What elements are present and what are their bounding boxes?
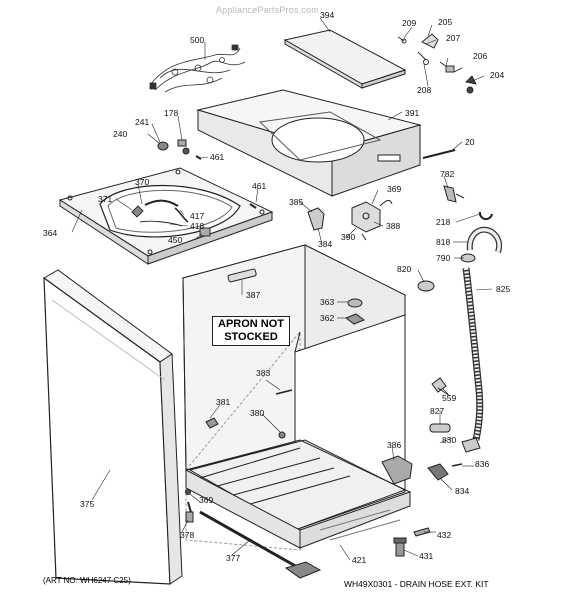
callout-500: 500 <box>190 35 205 45</box>
callout-386: 386 <box>387 440 402 450</box>
art-number: (ART NO. WH6247 C25) <box>43 576 131 585</box>
callout-369-upper: 369 <box>387 184 402 194</box>
callout-371: 371 <box>98 194 113 204</box>
callout-375: 375 <box>80 499 95 509</box>
callout-391: 391 <box>405 108 420 118</box>
small-parts-363-362 <box>344 298 366 325</box>
callout-431: 431 <box>419 551 434 561</box>
callout-383: 383 <box>256 368 271 378</box>
callout-461-top: 461 <box>210 152 225 162</box>
callout-782: 782 <box>440 169 455 179</box>
apron-not-stocked-note: APRON NOT STOCKED <box>212 316 290 346</box>
callout-241: 241 <box>135 117 150 127</box>
bushings-group <box>157 139 202 160</box>
callout-461-mid: 461 <box>252 181 267 191</box>
leader-lines <box>71 17 493 561</box>
callout-450: 450 <box>168 235 183 245</box>
callout-205: 205 <box>438 17 453 27</box>
callout-370: 370 <box>135 177 150 187</box>
callout-362: 362 <box>320 313 335 323</box>
rod-part-377 <box>199 510 322 579</box>
callout-209: 209 <box>402 18 417 28</box>
lid-part-394 <box>283 29 407 89</box>
callout-388: 388 <box>386 221 401 231</box>
callout-364: 364 <box>43 228 58 238</box>
callout-830: 830 <box>442 435 457 445</box>
callout-418: 418 <box>190 221 205 231</box>
callout-394: 394 <box>320 10 335 20</box>
callout-363: 363 <box>320 297 335 307</box>
motor-switch-parts <box>307 199 393 241</box>
callout-417: 417 <box>190 211 205 221</box>
part-827 <box>429 423 451 433</box>
callout-385: 385 <box>289 197 304 207</box>
front-panel-part-375 <box>43 269 183 585</box>
small-parts-383-381-380 <box>205 389 293 439</box>
callout-206: 206 <box>473 51 488 61</box>
callout-820: 820 <box>397 264 412 274</box>
top-panel-part-391 <box>196 89 422 197</box>
callout-818: 818 <box>436 237 451 247</box>
callout-369-lower: 369 <box>199 495 214 505</box>
rod-part-20 <box>422 149 456 159</box>
part-836 <box>451 463 463 467</box>
callout-381: 381 <box>216 397 231 407</box>
callout-240: 240 <box>113 129 128 139</box>
screws-369-378 <box>185 489 194 523</box>
lid-switch-parts <box>397 33 477 94</box>
callout-432: 432 <box>437 530 452 540</box>
callout-20: 20 <box>465 137 475 147</box>
callout-207: 207 <box>446 33 461 43</box>
callout-204: 204 <box>490 70 505 80</box>
callout-559: 559 <box>442 393 457 403</box>
callout-380: 380 <box>250 408 265 418</box>
frame-part-364 <box>58 167 274 265</box>
callout-208: 208 <box>417 85 432 95</box>
leveling-base-421 <box>319 509 401 541</box>
callout-834: 834 <box>455 486 470 496</box>
callout-384: 384 <box>318 239 333 249</box>
clip-part-820 <box>417 280 435 292</box>
callout-421: 421 <box>352 555 367 565</box>
callout-218: 218 <box>436 217 451 227</box>
callout-825: 825 <box>496 284 511 294</box>
callout-836: 836 <box>475 459 490 469</box>
part-559 <box>431 377 451 397</box>
wire-harness-part-500 <box>149 44 246 93</box>
drain-hose-kit-note: WH49X0301 - DRAIN HOSE EXT. KIT <box>344 579 489 589</box>
leg-431 <box>393 537 407 557</box>
callout-790: 790 <box>436 253 451 263</box>
callout-827: 827 <box>430 406 445 416</box>
callout-378: 378 <box>180 530 195 540</box>
callout-390: 390 <box>341 232 356 242</box>
drain-hose-parts <box>443 185 503 453</box>
apron-line-1: APRON NOT <box>218 318 284 330</box>
callout-387: 387 <box>246 290 261 300</box>
callout-178: 178 <box>164 108 179 118</box>
apron-line-2: STOCKED <box>224 331 278 343</box>
watermark-text: AppliancePartsPros.com <box>216 5 319 15</box>
callout-377: 377 <box>226 553 241 563</box>
part-834 <box>427 463 449 481</box>
